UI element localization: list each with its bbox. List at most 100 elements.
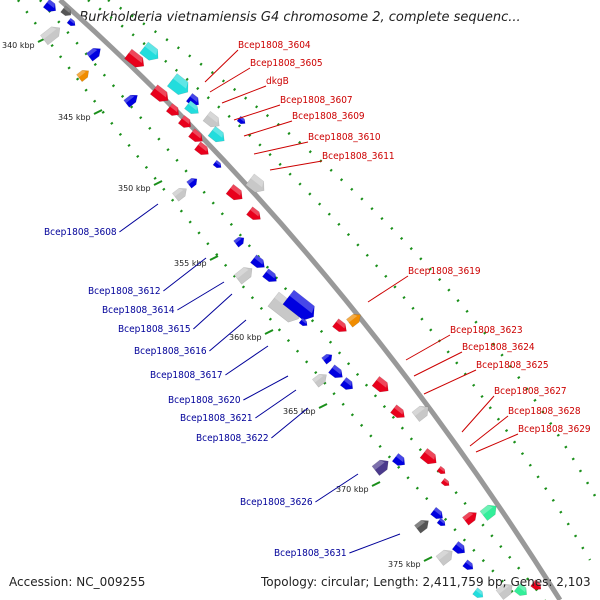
gene-arrow[interactable] [166,73,193,99]
leader-line [209,319,247,352]
gene-label-reverse[interactable]: Bcep1808_3626 [240,497,313,508]
gene-label-forward[interactable]: Bcep1808_3627 [494,386,567,397]
gene-arrow[interactable] [202,110,223,130]
gene-arrow[interactable] [172,185,189,202]
kbp-tick-mark [209,255,219,261]
gene-arrow[interactable] [472,587,486,600]
gene-arrow[interactable] [513,583,530,598]
gene-arrow[interactable] [321,352,335,365]
gene-label-forward[interactable]: Bcep1808_3619 [408,266,481,277]
accession-text: Accession: NC_009255 [9,575,146,589]
gene-arrow[interactable] [436,517,447,528]
gene-arrow[interactable] [225,183,246,203]
gene-arrow[interactable] [186,176,200,189]
gene-arrow[interactable] [411,402,432,423]
gene-label-forward[interactable]: Bcep1808_3607 [280,95,353,106]
gene-label-forward[interactable]: Bcep1808_3624 [462,342,535,353]
kbp-label: 350 kbp [118,184,151,193]
gene-arrow[interactable] [124,48,147,71]
leader-line [269,160,323,171]
gene-arrow[interactable] [371,375,392,395]
gene-arrow[interactable] [371,456,392,477]
gene-arrow[interactable] [430,506,446,521]
gene-label-reverse[interactable]: Bcep1808_3620 [168,395,241,406]
gene-label-forward[interactable]: Bcep1808_3623 [450,325,523,336]
gene-arrow[interactable] [262,268,279,285]
gene-arrow[interactable] [440,477,451,488]
gene-arrow[interactable] [42,0,59,15]
gene-label-reverse[interactable]: Bcep1808_3614 [102,305,175,316]
gene-label-forward[interactable]: dkgB [266,76,289,87]
gene-arrow[interactable] [436,465,447,476]
gene-arrow[interactable] [495,580,516,600]
gene-arrow[interactable] [139,41,163,64]
kbp-tick-mark [93,109,103,115]
gene-label-forward[interactable]: Bcep1808_3628 [508,406,581,417]
gene-arrow[interactable] [233,235,247,248]
gene-label-reverse[interactable]: Bcep1808_3615 [118,324,191,335]
gene-arrow[interactable] [435,546,456,567]
gene-arrow[interactable] [246,206,263,223]
gene-label-forward[interactable]: Bcep1808_3604 [238,40,311,51]
gene-arrow[interactable] [188,128,205,145]
gene-arrow[interactable] [123,92,141,108]
leader-line [367,275,409,303]
gene-label-reverse[interactable]: Bcep1808_3631 [274,548,347,559]
gene-label-forward[interactable]: Bcep1808_3625 [476,360,549,371]
gene-label-forward[interactable]: Bcep1808_3611 [322,151,395,162]
gene-arrow[interactable] [298,317,309,328]
gene-arrow[interactable] [177,115,194,130]
gene-arrow[interactable] [346,311,363,328]
gene-arrow[interactable] [419,447,440,467]
gene-label-forward[interactable]: Bcep1808_3605 [250,58,323,69]
gene-arrow[interactable] [462,509,479,526]
map-title: Burkholderia vietnamiensis G4 chromosome… [79,10,521,25]
leader-line [193,293,233,330]
leader-line [413,351,463,377]
gene-arrow[interactable] [462,559,476,572]
gene-arrow[interactable] [530,579,544,592]
leader-line [423,369,477,395]
gene-arrow[interactable] [194,141,211,158]
gene-arrow[interactable] [207,125,228,145]
gene-arrow[interactable] [328,364,345,381]
gene-arrow[interactable] [312,371,329,388]
chromosome-backbone [58,0,563,600]
gene-arrow[interactable] [332,318,349,335]
gene-label-forward[interactable]: Bcep1808_3629 [518,424,591,435]
gene-arrow[interactable] [414,517,431,534]
gene-label-reverse[interactable]: Bcep1808_3616 [134,346,207,357]
gene-arrow[interactable] [390,404,407,421]
gene-arrow[interactable] [233,264,256,285]
gene-arrow[interactable] [165,103,182,118]
gene-arrow[interactable] [250,254,267,271]
gene-arrow[interactable] [391,453,408,468]
gene-arrow[interactable] [86,45,103,62]
leader-line [177,281,225,311]
gene-arrow[interactable] [76,67,92,83]
gene-label-reverse[interactable]: Bcep1808_3612 [88,286,161,297]
gene-arrow[interactable] [60,5,74,18]
tick-dot-line [16,0,521,600]
gene-arrow[interactable] [245,173,269,196]
kbp-label: 365 kbp [283,407,316,416]
gene-arrow[interactable] [479,501,500,522]
gene-arrow[interactable] [66,17,77,28]
gene-label-reverse[interactable]: Bcep1808_3617 [150,370,223,381]
gene-label-forward[interactable]: Bcep1808_3609 [292,111,365,122]
gene-features [40,0,544,600]
kbp-tick-mark [371,481,381,487]
gene-label-reverse[interactable]: Bcep1808_3608 [44,227,117,238]
gene-arrow[interactable] [40,23,63,46]
gene-label-reverse[interactable]: Bcep1808_3622 [196,433,269,444]
gene-arrow[interactable] [212,159,223,170]
gene-arrow[interactable] [339,377,356,392]
gene-arrow[interactable] [282,289,319,324]
gene-label-reverse[interactable]: Bcep1808_3621 [180,413,253,424]
gene-label-forward[interactable]: Bcep1808_3610 [308,132,381,143]
leader-line [209,67,251,93]
gene-arrow[interactable] [184,100,201,117]
gene-arrow[interactable] [149,84,172,106]
gene-arrow[interactable] [451,541,468,556]
